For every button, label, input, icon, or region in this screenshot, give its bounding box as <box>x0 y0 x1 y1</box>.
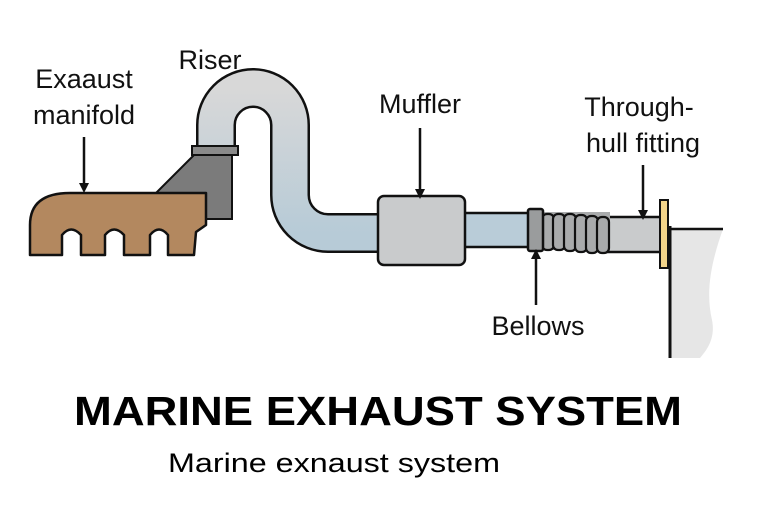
label-manifold-line1: Exaaust <box>35 64 133 94</box>
label-riser: Riser <box>178 45 241 75</box>
through-hull-flange <box>659 199 669 269</box>
bellows <box>540 212 611 255</box>
bellows-collar <box>526 207 545 253</box>
muffler <box>376 194 467 267</box>
diagram-subtitle: Marine exnaust system <box>168 448 500 478</box>
label-through-hull-line2: hull fitting <box>586 128 700 158</box>
riser-pipe <box>196 68 382 253</box>
label-muffler: Muffler <box>379 89 461 119</box>
outlet-pipe <box>603 215 664 254</box>
exhaust-manifold <box>28 191 208 257</box>
hull <box>668 226 723 358</box>
label-bellows: Bellows <box>491 311 584 341</box>
tailpipe-section <box>460 211 534 249</box>
label-through-hull-line1: Through- <box>584 92 694 122</box>
label-manifold-line2: manifold <box>33 100 135 130</box>
diagram-title: MARINE EXHAUST SYSTEM <box>74 388 682 434</box>
riser-collar <box>191 145 239 156</box>
